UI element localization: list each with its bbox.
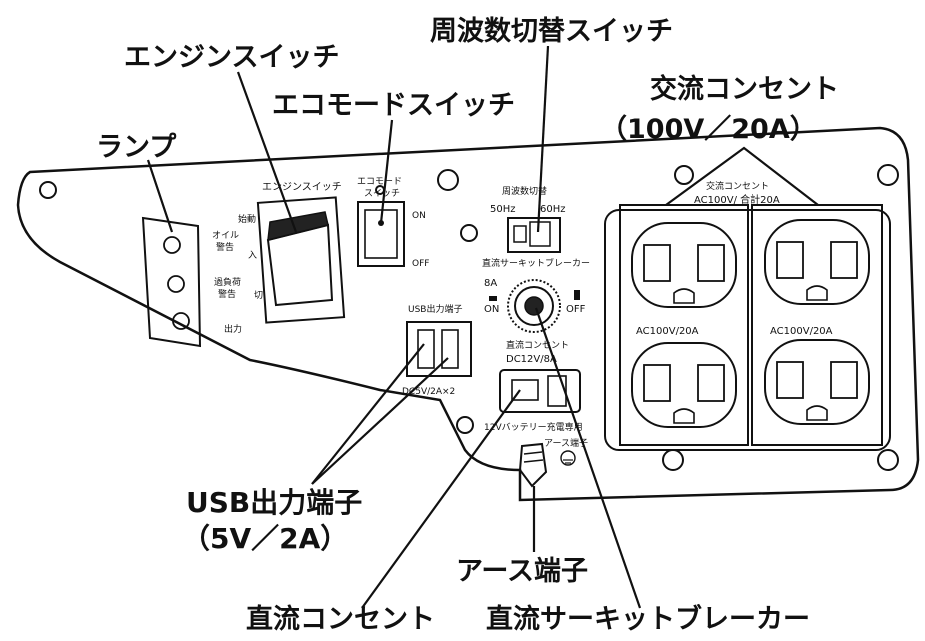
leader-lines (146, 45, 819, 609)
mounting-hole (437, 169, 459, 191)
engine-state-start: 始動 (238, 213, 256, 225)
mounting-hole (39, 181, 57, 199)
leader-dc-outlet (361, 389, 521, 609)
ac-receptacle (631, 342, 737, 428)
freq-switch-housing (507, 217, 561, 253)
leader-lamp (146, 159, 174, 233)
lamp-label-oil-warning: 警告 (216, 241, 234, 253)
breaker-on-mark (489, 296, 497, 301)
ac-receptacle (764, 219, 870, 305)
ac-panel-label-1: 交流コンセント (706, 180, 769, 192)
callout-engine-switch: エンジンスイッチ (124, 42, 339, 73)
breaker-panel-label: 直流サーキットブレーカー (482, 257, 590, 269)
leader-frequency-switch (536, 45, 550, 233)
engine-switch: エンジンスイッチ 始動 入 切 (238, 181, 346, 324)
freq-switch-slider (529, 221, 551, 247)
lamp-panel-frame (141, 216, 202, 348)
ac-receptacle (631, 222, 737, 308)
dc-outlet-panel-label: 直流コンセント (506, 339, 569, 351)
callout-usb-port: USB出力端子 (186, 486, 362, 519)
callout-dc-breaker: 直流サーキットブレーカー (486, 603, 810, 635)
leader-ac-outlet (665, 146, 819, 206)
callout-ac-outlet: 交流コンセント (650, 73, 839, 105)
lamp-label-oil: オイル (212, 230, 239, 241)
dc-outlet-rating: DC12V/8A (506, 354, 557, 365)
dc-outlet: 直流コンセント DC12V/8A 12Vバッテリー充電専用 (484, 339, 583, 433)
breaker-rating: 8A (484, 278, 497, 289)
engine-switch-housing (256, 196, 346, 324)
engine-state-on: 入 (248, 250, 257, 261)
leader-usb-1 (311, 343, 425, 485)
mounting-hole (460, 224, 478, 242)
ac-outlet-rating-left: AC100V/20A (636, 326, 699, 337)
leader-engine-switch (236, 71, 298, 233)
dc-outlet-slot-right (547, 375, 567, 407)
eco-on-label: ON (412, 211, 426, 221)
usb-panel-label: USB出力端子 (408, 303, 462, 315)
dc-outlet-slot-left (511, 379, 539, 401)
eco-off-label: OFF (412, 259, 429, 269)
mounting-hole (674, 165, 694, 185)
frequency-switch: 周波数切替 50Hz 60Hz (490, 185, 566, 253)
leader-usb-2 (311, 357, 449, 485)
breaker-ring (514, 286, 554, 326)
callout-ac-outlet-rating: （100V／20A） (600, 114, 817, 145)
freq-switch-slot (513, 225, 527, 243)
dc-outlet-note: 12Vバッテリー充電専用 (484, 421, 583, 433)
ac-outlet-box-left (619, 204, 749, 446)
callout-earth-terminal: アース端子 (456, 556, 588, 587)
mounting-hole (662, 449, 684, 471)
callout-usb-rating: （5V／2A） (182, 522, 348, 555)
breaker-off-label: OFF (566, 304, 586, 315)
dc-circuit-breaker: 直流サーキットブレーカー 8A ON OFF (482, 257, 590, 333)
output-lamp (172, 312, 190, 330)
dc-outlet-housing (499, 369, 581, 413)
eco-switch-rocker (364, 209, 398, 259)
earth-symbol (560, 450, 576, 466)
eco-panel-label-2: スイッチ (364, 188, 400, 199)
mounting-hole (877, 449, 899, 471)
lamp-panel: オイル 警告 過負荷 警告 出力 (141, 216, 242, 348)
engine-switch-rocker-top (267, 211, 329, 241)
earth-terminal: アース端子 (518, 437, 588, 488)
lamp-label-overload: 過負荷 (214, 276, 241, 288)
breaker-on-label: ON (484, 304, 499, 315)
breaker-button (524, 296, 544, 316)
panel-outline (16, 126, 920, 502)
ac-outlets: 交流コンセント AC100V/ 合計20A (604, 180, 891, 451)
freq-50-label: 50Hz (490, 204, 516, 215)
freq-panel-label: 周波数切替 (502, 185, 547, 197)
callout-eco-mode-switch: エコモードスイッチ (272, 90, 515, 121)
breaker-off-mark (574, 290, 580, 300)
eco-mode-switch: エコモード スイッチ ON OFF (357, 177, 429, 269)
overload-warning-lamp (167, 275, 185, 293)
leader-breaker (534, 307, 642, 609)
usb-port-housing (406, 321, 472, 377)
breaker-bezel (507, 279, 561, 333)
oil-warning-lamp (163, 236, 181, 254)
lamp-label-output: 出力 (224, 323, 242, 335)
engine-state-off: 切 (254, 290, 263, 301)
callout-frequency-switch: 周波数切替スイッチ (430, 16, 673, 47)
eco-panel-label-1: エコモード (357, 177, 402, 187)
freq-60-label: 60Hz (540, 204, 566, 215)
ac-outlet-rating-right: AC100V/20A (770, 326, 833, 337)
callout-lamp: ランプ (96, 132, 177, 163)
earth-panel-label: アース端子 (544, 437, 588, 449)
ac-panel-label-2: AC100V/ 合計20A (694, 193, 780, 206)
mounting-hole (877, 164, 899, 186)
mounting-hole (456, 416, 474, 434)
eco-switch-housing (357, 201, 405, 267)
ac-receptacle (764, 339, 870, 425)
engine-switch-panel-label: エンジンスイッチ (262, 181, 342, 193)
callout-dc-outlet: 直流コンセント (246, 604, 435, 635)
usb-port-1 (417, 329, 435, 369)
leader-eco-switch (379, 119, 394, 224)
earth-terminal-bolt (518, 442, 548, 488)
usb-spec-label: DC5V/2A×2 (402, 387, 455, 397)
lamp-label-overload-warning: 警告 (218, 288, 236, 300)
usb-ports: USB出力端子 DC5V/2A×2 (402, 303, 472, 397)
